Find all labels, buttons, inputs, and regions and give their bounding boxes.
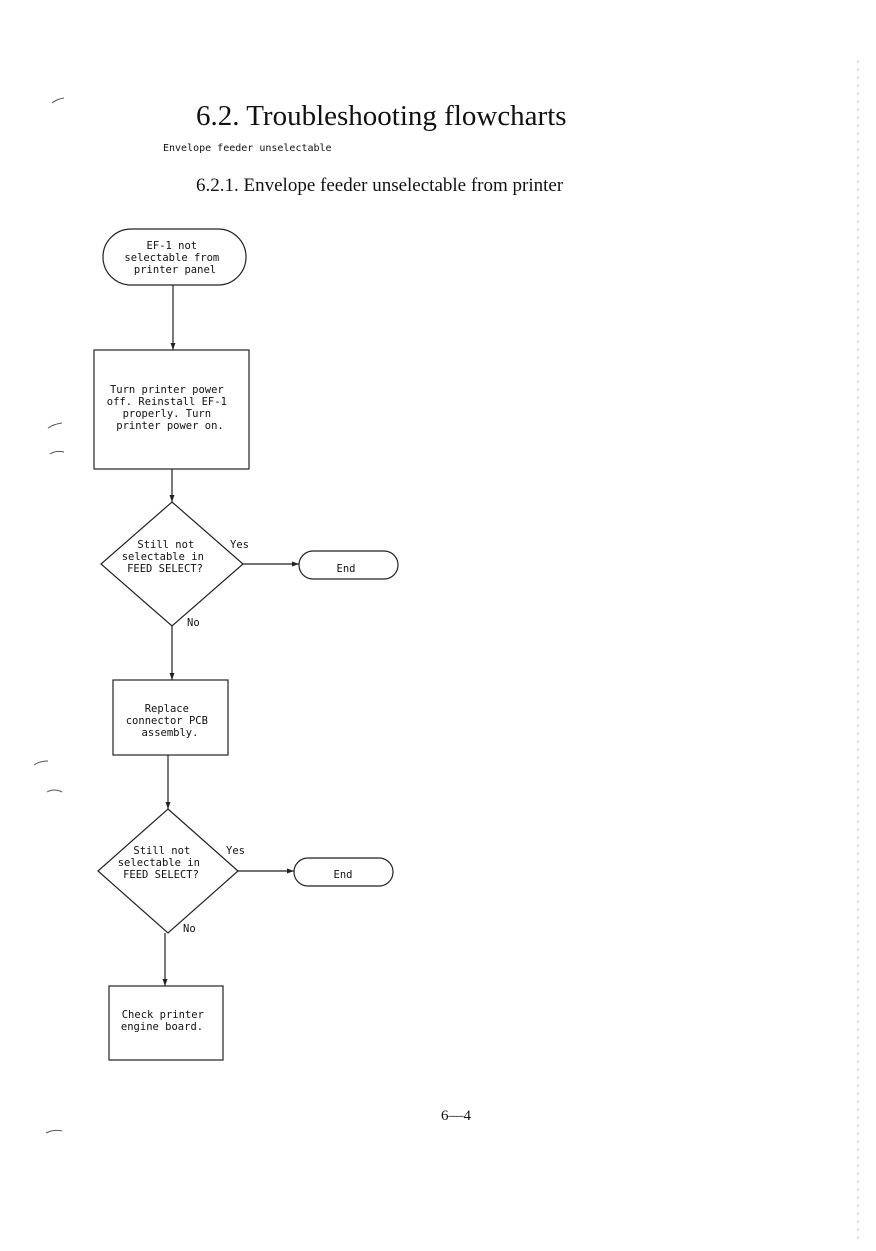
page-number: 6—4	[441, 1108, 471, 1124]
end2-terminator: End	[293, 857, 394, 887]
page-subtitle: Envelope feeder unselectable	[163, 143, 332, 154]
step2-text: Replace connector PCB assembly.	[126, 703, 215, 739]
decision2-text: Still not selectable in FEED SELECT?	[118, 845, 207, 881]
scan-artifacts	[33, 60, 859, 1240]
step3-box: Check printer engine board.	[108, 985, 224, 1061]
decision2-no-label: No	[183, 923, 196, 935]
step1-box: Turn printer power off. Reinstall EF-1 p…	[93, 349, 250, 470]
start-terminator: EF-1 not selectable from printer panel	[102, 228, 247, 286]
decision1-no-label: No	[187, 617, 200, 629]
decision1-yes-label: Yes	[230, 539, 249, 551]
decision1-text: Still not selectable in FEED SELECT?	[122, 539, 211, 575]
start-text: EF-1 not selectable from printer panel	[124, 240, 225, 276]
decision2-yes-label: Yes	[226, 845, 245, 857]
step3-text: Check printer engine board.	[121, 1009, 210, 1033]
decision2-diamond: Still not selectable in FEED SELECT? Yes…	[97, 808, 245, 935]
step1-text: Turn printer power off. Reinstall EF-1 p…	[107, 384, 233, 432]
end1-terminator: End	[298, 550, 399, 580]
page-title: 6.2. Troubleshooting flowcharts	[196, 100, 567, 132]
end2-text: End	[334, 869, 353, 881]
section-title: 6.2.1. Envelope feeder unselectable from…	[196, 175, 564, 196]
decision1-diamond: Still not selectable in FEED SELECT? Yes…	[100, 501, 249, 629]
end1-text: End	[337, 563, 356, 575]
step2-box: Replace connector PCB assembly.	[112, 679, 229, 756]
